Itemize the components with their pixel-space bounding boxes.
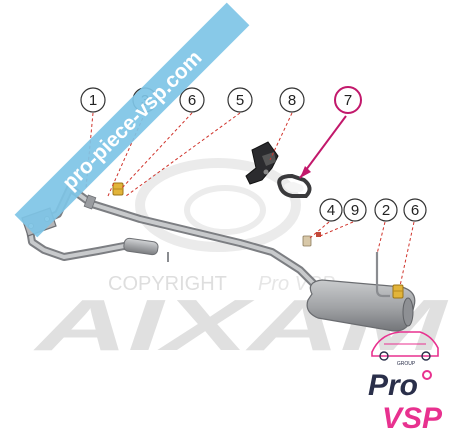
website-banner[interactable]: pro-piece-vsp.com [14, 2, 250, 238]
callout-label: 8 [288, 92, 296, 109]
callout-label: 9 [351, 202, 359, 219]
watermark-copyright: COPYRIGHT [108, 273, 227, 295]
logo-vsp-text: VSP [382, 402, 443, 435]
callout-label: 7 [344, 92, 352, 109]
callout-label: 6 [411, 202, 419, 219]
part-6-nut-rear [392, 284, 404, 299]
callout-8: 8 [279, 87, 305, 113]
callout-6-rear: 6 [403, 198, 427, 222]
part-6-nut-front [112, 182, 124, 196]
watermark-swirl-outer [135, 158, 301, 252]
part-4-clip [302, 235, 312, 247]
logo-pro-text: Pro [368, 369, 418, 402]
part-2-rod [375, 252, 390, 298]
watermark-swirl-inner [184, 185, 266, 235]
callout-6-front: 6 [179, 87, 205, 113]
callout-5: 5 [227, 87, 253, 113]
resonator [123, 237, 159, 256]
callout-4: 4 [319, 198, 343, 222]
callout-label: 1 [89, 92, 97, 109]
provsp-logo: GROUP Pro VSP [368, 331, 443, 435]
callout-label: 4 [327, 202, 335, 219]
part-9-bolt [316, 232, 321, 237]
callout-9: 9 [343, 198, 367, 222]
callout-label: 6 [188, 92, 196, 109]
callout-label: 5 [236, 92, 244, 109]
callout-label: 2 [382, 202, 390, 219]
part-7-rubber-mount [277, 173, 312, 198]
callout-2: 2 [374, 198, 398, 222]
logo-group-text: GROUP [397, 361, 416, 367]
callout-7-highlight: 7 [334, 86, 362, 114]
callout-1: 1 [80, 87, 106, 113]
logo-car-icon [371, 331, 439, 357]
website-banner-text[interactable]: pro-piece-vsp.com [58, 46, 206, 194]
leader-7-highlight [299, 115, 347, 179]
logo-dot-icon [422, 370, 432, 380]
